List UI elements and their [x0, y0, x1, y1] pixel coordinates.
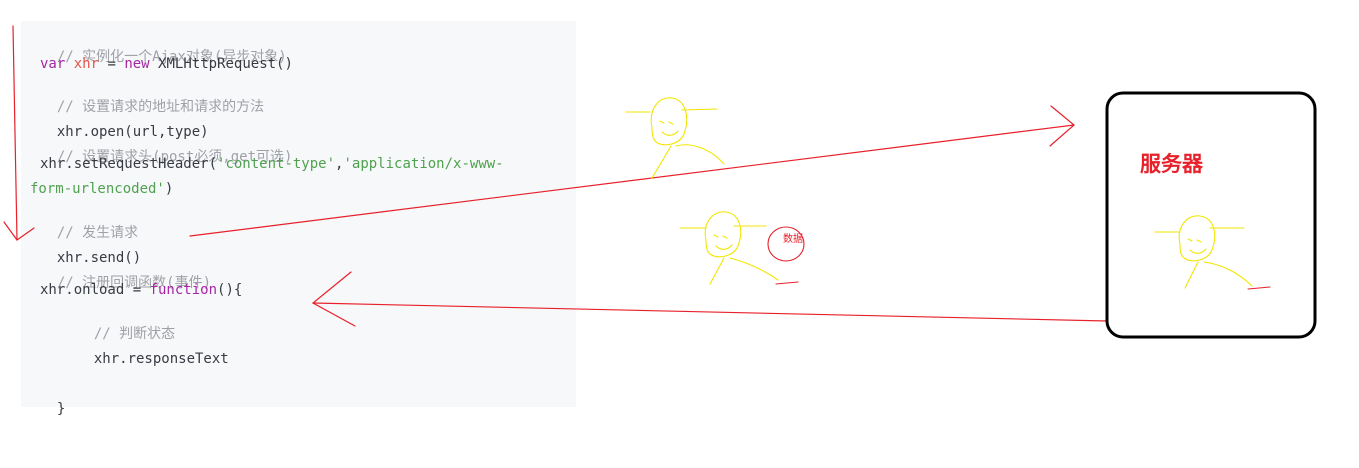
- data-label: 数据: [783, 234, 803, 245]
- stick-figure-icon: [1154, 215, 1271, 290]
- server-box: [1105, 91, 1317, 339]
- request-arrow: [189, 105, 1075, 237]
- code-set-request-header: xhr.setRequestHeader('content-type','app…: [40, 156, 504, 172]
- vertical-flow-arrow: [3, 25, 35, 241]
- code-comment-register-callback: // 注册回调函数(事件): [56, 275, 212, 291]
- code-onload: xhr.onload = function(){: [40, 282, 243, 298]
- stick-figure-icon: [625, 97, 725, 179]
- code-send: xhr.send(): [56, 250, 142, 266]
- response-arrow: [311, 271, 1108, 327]
- code-comment-instantiate: // 实例化一个Ajax对象(异步对象): [56, 49, 287, 65]
- code-response-text: xhr.responseText: [93, 351, 229, 367]
- code-panel: [21, 21, 576, 407]
- code-comment-set-header: // 设置请求头(post必须,get可选): [56, 149, 293, 165]
- code-var-xhr: var xhr = new XMLHttpRequest(): [40, 56, 293, 72]
- server-label: 服务器: [1140, 152, 1203, 176]
- stick-figure-icon: [679, 211, 799, 285]
- data-bubble: [767, 226, 805, 262]
- code-comment-send: // 发生请求: [56, 225, 139, 241]
- code-comment-check-status: // 判断状态: [93, 326, 176, 342]
- code-comment-set-url: // 设置请求的地址和请求的方法: [56, 99, 265, 115]
- code-open: xhr.open(url,type): [56, 124, 209, 140]
- code-closing-brace: }: [56, 401, 66, 417]
- code-set-request-header-cont: form-urlencoded'): [30, 181, 174, 197]
